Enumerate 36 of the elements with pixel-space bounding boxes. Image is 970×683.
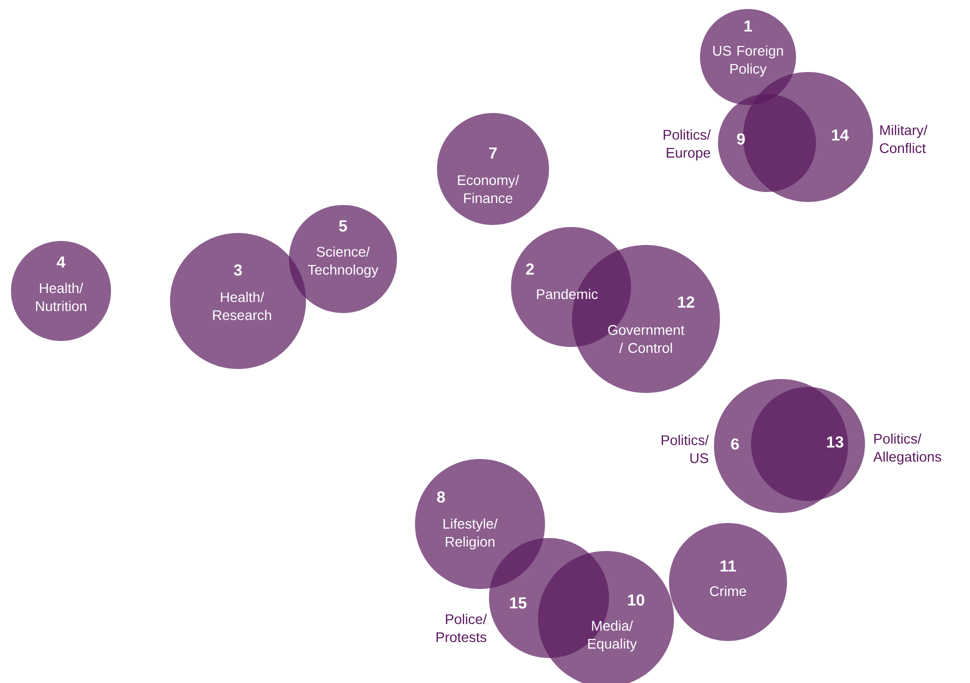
topic-number: 1 bbox=[744, 20, 752, 32]
topic-number: 5 bbox=[339, 220, 347, 232]
topic-label: Health/ Nutrition bbox=[36, 282, 86, 312]
topic-number: 8 bbox=[437, 491, 445, 503]
topic-number: 4 bbox=[56, 256, 66, 268]
topic-number: 9 bbox=[737, 133, 745, 145]
topic-number: 11 bbox=[720, 560, 736, 572]
topic-label: Economy/ Finance bbox=[458, 174, 520, 204]
topic-circle bbox=[170, 233, 306, 369]
topic-circle bbox=[437, 113, 549, 225]
topic-label: Crime bbox=[710, 586, 746, 596]
topic-number: 13 bbox=[827, 436, 844, 448]
topic-label: Police/ Protests bbox=[436, 614, 487, 642]
topic-circle bbox=[289, 205, 397, 313]
topic-circle bbox=[751, 386, 865, 501]
topic-label: US Foreign Policy bbox=[713, 45, 783, 77]
topic-number: 6 bbox=[731, 438, 739, 450]
topic-circle bbox=[669, 523, 787, 641]
topic-label: Pandemic bbox=[537, 288, 598, 300]
topic-label: Politics/ US bbox=[662, 434, 709, 464]
topic-number: 7 bbox=[489, 147, 497, 158]
topic-number: 12 bbox=[678, 296, 694, 308]
topic-number: 3 bbox=[234, 264, 242, 276]
topic-number: 15 bbox=[510, 597, 526, 609]
topic-label: Lifestyle/ Religion bbox=[444, 518, 498, 550]
topic-label: Health/ Research bbox=[213, 292, 272, 320]
topic-label: Politics/ Europe bbox=[664, 129, 711, 160]
topic-label: Government / Control bbox=[608, 325, 684, 353]
topic-circle bbox=[11, 241, 111, 341]
topic-label: Media/ Equality bbox=[588, 620, 637, 652]
topic-label: Military/ Conflict bbox=[880, 124, 928, 154]
topic-number: 14 bbox=[832, 129, 849, 140]
topic-label: Politics/ Allegations bbox=[873, 433, 942, 464]
topic-number: 10 bbox=[628, 594, 644, 606]
topic-label: Science/ Technology bbox=[308, 246, 378, 278]
topic-number: 2 bbox=[526, 263, 534, 275]
